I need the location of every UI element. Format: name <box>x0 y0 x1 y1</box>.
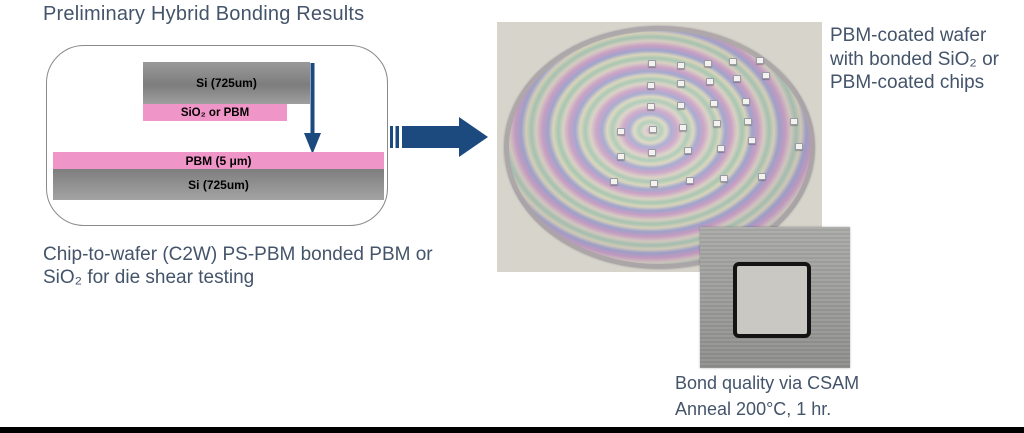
striped-right-arrow-icon <box>389 116 490 164</box>
bond-down-arrow-icon <box>303 63 322 161</box>
bonded-chip <box>610 178 618 185</box>
caption-left-line2: SiO₂ for die shear testing <box>43 267 255 288</box>
bonded-chip <box>647 103 655 110</box>
bonded-chip <box>679 124 687 131</box>
caption-right: PBM-coated wafer with bonded SiO₂ or PBM… <box>830 24 1022 95</box>
bonded-chip <box>706 78 714 85</box>
bottom-bar <box>0 427 1024 433</box>
bonded-chip <box>762 72 770 79</box>
bonded-chip <box>677 102 685 109</box>
bonded-chip <box>710 100 718 107</box>
caption-left: Chip-to-wafer (C2W) PS-PBM bonded PBM or… <box>43 243 473 289</box>
bonded-chip <box>650 180 658 187</box>
caption-right-line3: PBM-coated chips <box>830 72 985 93</box>
layer-wafer-pbm-label: PBM (5 μm) <box>185 153 252 168</box>
bonded-chip <box>733 75 741 82</box>
bonded-chip <box>795 143 803 150</box>
bonded-chip <box>686 177 694 184</box>
bonded-chip <box>648 60 656 67</box>
csam-caption-line2: Anneal 200°C, 1 hr. <box>675 399 832 419</box>
bonded-chip <box>647 82 655 89</box>
caption-right-line1: PBM-coated wafer <box>830 25 987 46</box>
layer-wafer-si-label: Si (725um) <box>188 177 249 192</box>
bonded-chip <box>729 58 737 65</box>
bonded-chip <box>720 175 728 182</box>
bonded-chip <box>684 147 692 154</box>
csam-die-outline <box>733 262 811 338</box>
layer-top-die-coating-label: SiO₂ or PBM <box>180 106 250 119</box>
caption-right-line2: with bonded SiO₂ or <box>830 48 999 70</box>
bonded-chip <box>649 126 657 133</box>
bonded-chip <box>717 145 725 152</box>
bonded-chip <box>617 153 625 160</box>
csam-image <box>700 227 850 368</box>
csam-caption-line1: Bond quality via CSAM <box>675 373 860 393</box>
layer-top-die-si-label: Si (725um) <box>196 76 257 90</box>
layer-wafer-si: Si (725um) <box>53 169 384 200</box>
bonded-chip <box>677 80 685 87</box>
bonded-chip <box>748 137 756 144</box>
slide-title: Preliminary Hybrid Bonding Results <box>43 3 365 25</box>
bonded-chip <box>790 118 798 125</box>
caption-left-line1: Chip-to-wafer (C2W) PS-PBM bonded PBM or <box>43 244 433 265</box>
layer-wafer-pbm: PBM (5 μm) <box>53 152 384 169</box>
bonded-chip <box>704 60 712 67</box>
layer-top-die-coating: SiO₂ or PBM <box>143 104 287 121</box>
bonded-chip <box>756 57 764 64</box>
bonded-chip <box>677 62 685 69</box>
bonded-chip <box>617 128 625 135</box>
bonded-chip <box>742 98 750 105</box>
bonded-chip <box>713 120 721 127</box>
bonded-chip <box>744 118 752 125</box>
layer-top-die-si: Si (725um) <box>143 62 310 104</box>
bonded-chip <box>758 173 766 180</box>
bonded-chip <box>648 149 656 156</box>
